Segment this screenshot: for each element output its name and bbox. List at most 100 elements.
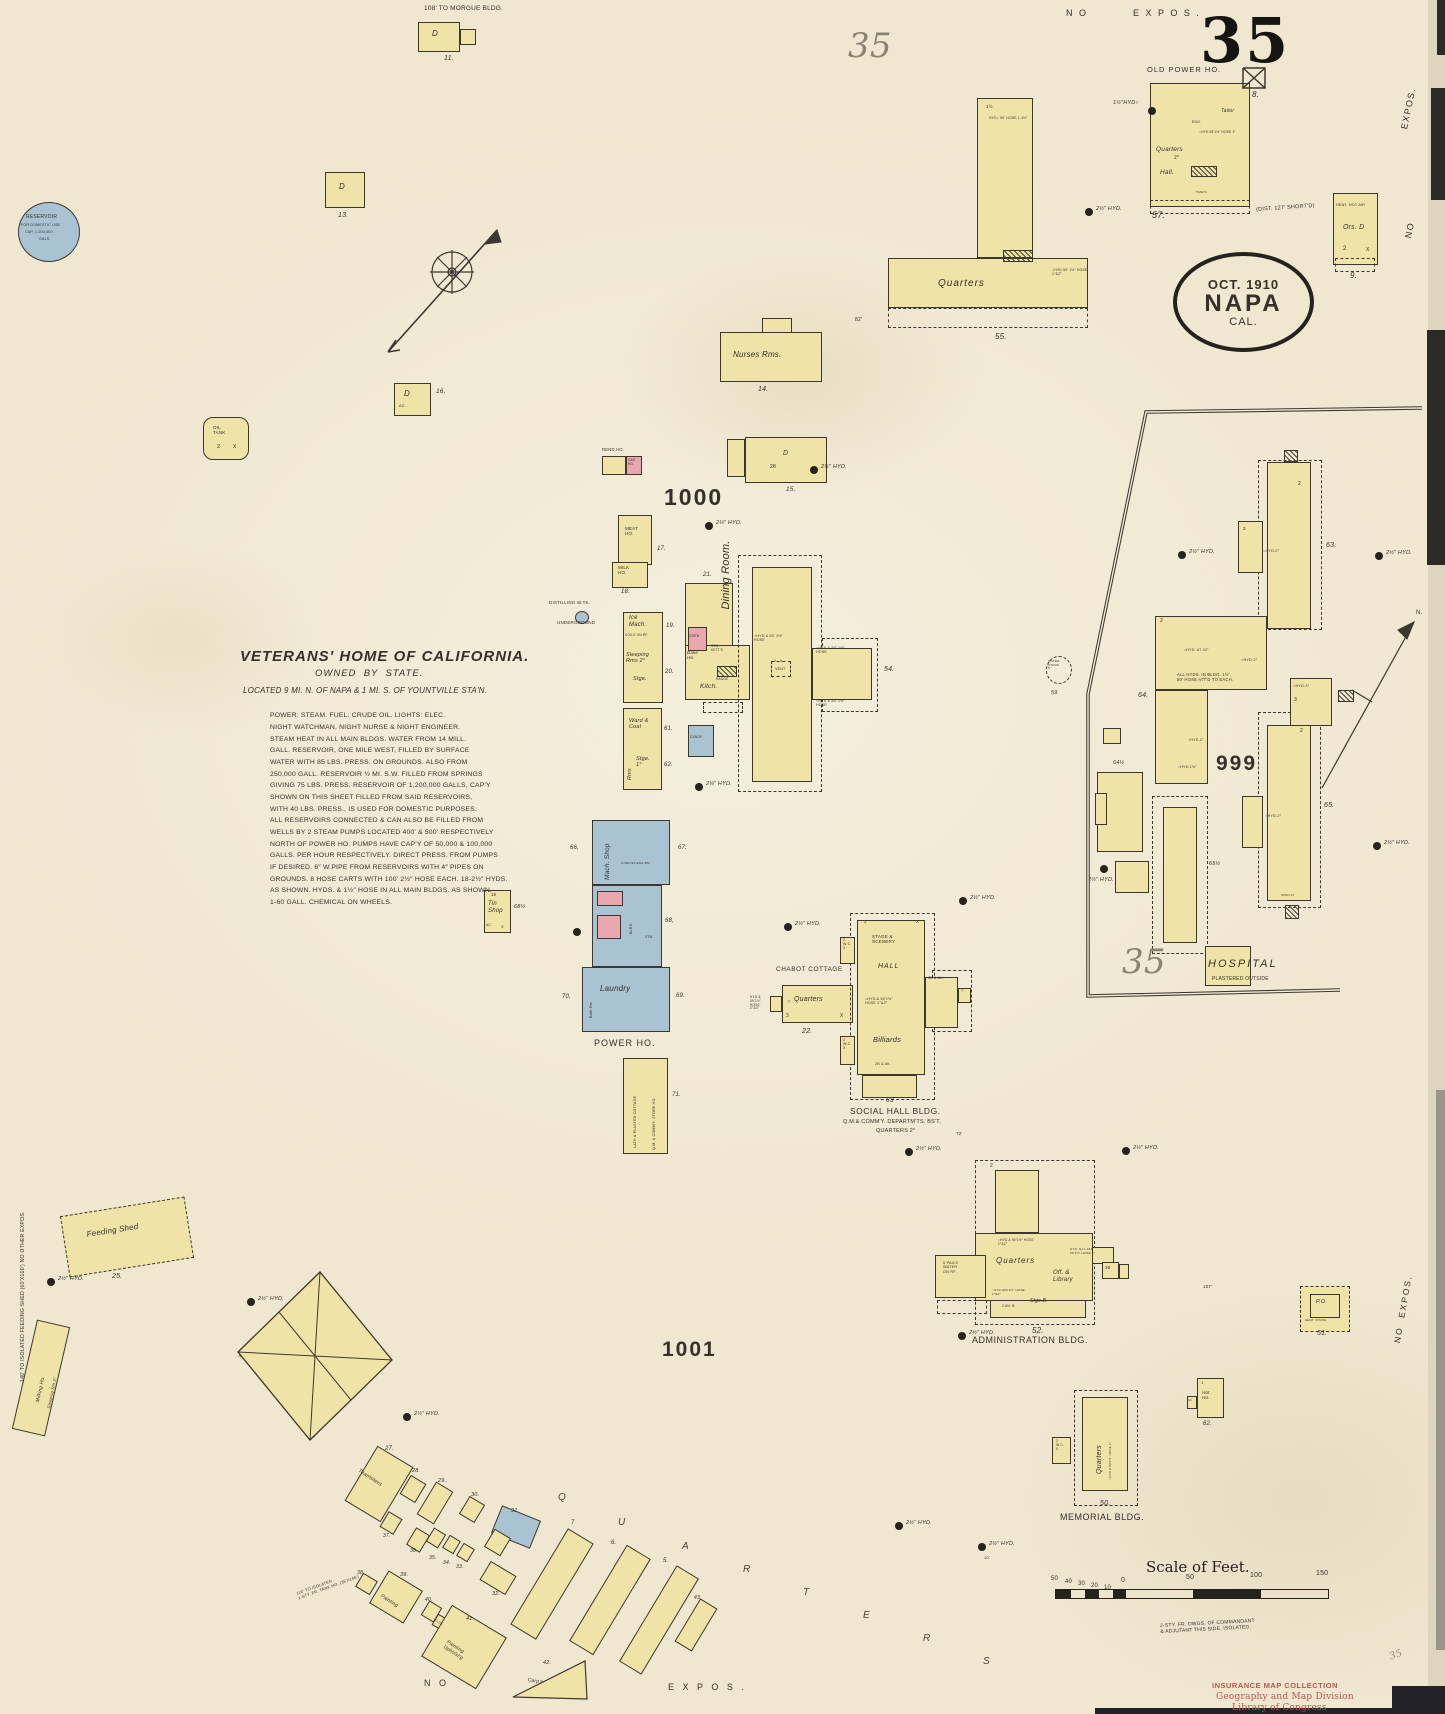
chabot-cottage-tab (770, 996, 782, 1012)
chabot-3: 3 (786, 1013, 789, 1019)
building-d-15-annex (727, 439, 745, 477)
milk-number: 18. (621, 589, 630, 595)
scale-bar-segment (1056, 1590, 1070, 1598)
hall-label: HALL (878, 963, 900, 970)
scale-bar (1055, 1589, 1329, 1599)
scale-50r: 50 (1186, 1574, 1195, 1581)
sh-xa: X (916, 919, 920, 924)
hydrant-label: 2½″ HYD. (1133, 1145, 1159, 1151)
building-30 (458, 1495, 486, 1524)
margin-no-expos-lower: NO EXPOS. (1392, 1273, 1414, 1344)
street-letter-s: S (983, 1656, 990, 1667)
admin-main-52 (975, 1233, 1093, 1301)
scale-0: 0 (1121, 1577, 1126, 1584)
building-33 (456, 1542, 475, 1563)
dining-room-54 (752, 567, 812, 782)
admin-east-annex-3 (1119, 1264, 1129, 1279)
building-d-16 (394, 383, 431, 416)
distilling-l2: UNDERGROUND (557, 620, 596, 625)
hospital-64-east-stack (1338, 690, 1354, 702)
sheet-number: 35 (1200, 4, 1291, 77)
b41-number: 41. (466, 1616, 475, 1622)
street-letter-q: Q (558, 1492, 566, 1503)
hosp64-2: 2 (1160, 618, 1163, 624)
b57-2: 2° (1174, 155, 1180, 161)
dim-72: 72' (956, 1131, 963, 1136)
canopy-label: CANOP. (690, 735, 704, 739)
stamp-city: NAPA (1204, 289, 1283, 317)
meat-house-17 (618, 515, 652, 565)
hosp64-hyd-d: ○HYD.2° (1188, 738, 1204, 742)
loc-stamp-3: Library of Congress (1232, 1703, 1327, 1713)
hydrant-label: 2½″ HYD. (906, 1520, 932, 1526)
scale-bar-segment (1113, 1590, 1126, 1598)
ward-number: 61. (664, 726, 673, 732)
b16-ac: AC. (399, 404, 406, 408)
desc-10: ALL RESERVOIRS CONNECTED & CAN ALSO BE F… (270, 817, 484, 824)
sleeping-label: Sleeping Rms 2° (626, 652, 650, 665)
memorial-bldg-50 (1082, 1397, 1128, 1491)
social-hall-caption: SOCIAL HALL BLDG. (850, 1106, 941, 1116)
bottom-dark-strip (1095, 1708, 1445, 1714)
hydrant-label: 2½″ HYD. (821, 464, 847, 470)
memorial-wc-label: 2 W.C. X (1056, 1439, 1065, 1452)
edge-dark-2 (1431, 88, 1445, 200)
b15-number: 15. (786, 486, 796, 493)
stm-label: STM (645, 935, 653, 939)
hospital-small-1 (1103, 728, 1121, 744)
dim-10: 10' (984, 1555, 990, 1560)
po-label: P.O. (1316, 1299, 1328, 1305)
scale-100: 100 (1250, 1572, 1263, 1579)
hospital-63-stack (1284, 450, 1298, 462)
feeding-shed-number: 25. (112, 1273, 123, 1280)
ice-coils: COILS ON RF. (625, 633, 649, 637)
po-number: 51. (1317, 1330, 1328, 1337)
edge-dark-4 (1436, 1090, 1445, 1650)
compass-needle (387, 229, 498, 353)
b9-x1: X (1366, 247, 1370, 253)
hydrant-label: 2½″ HYD. (989, 1541, 1015, 1547)
scale-bar-segment (1125, 1590, 1193, 1598)
bath-rm: Bath Rm (589, 1001, 593, 1018)
feeding-shed-25 (59, 1196, 195, 1278)
hydrant-label: 2½″ HYD. (970, 895, 996, 901)
b21-number: 21. (703, 572, 712, 578)
oil-tank-2: 2 (217, 444, 221, 450)
quarters-55-hose-reel (1003, 250, 1033, 262)
scale-150: 150 (1316, 1570, 1329, 1577)
social-hall-east-wing (925, 977, 958, 1028)
oven-label: OVEN (689, 634, 700, 638)
bake-ho: Bake Ho. (687, 650, 699, 661)
store-house-71 (623, 1058, 668, 1154)
b34-number: 34. (443, 1560, 451, 1566)
b35-number: 35. (429, 1555, 437, 1561)
social-hall-caption-2: Q.M.& COMM'Y. DEPARTM'TS. BS'T. (843, 1119, 941, 1125)
memorial-veranda (1074, 1390, 1138, 1506)
b38-number: 38. (357, 1570, 365, 1576)
hosp64half-number: 64½ (1113, 760, 1125, 766)
scale-bar-segment (1193, 1590, 1261, 1598)
hosp64-hyd-a: ○HYD. AT 42° (1184, 648, 1209, 652)
hydrant-label: 2½″ HYD. (1189, 549, 1215, 555)
meat-ho-label: MEAT HO. (625, 526, 638, 537)
b11-number: 11. (444, 55, 454, 62)
memorial-number: 50. (1100, 1500, 1111, 1507)
hydrant-label: 2½″ HYD. (969, 1330, 995, 1336)
hydrant-dot (1122, 1147, 1130, 1155)
dining-number: 54. (884, 666, 895, 673)
admin-south-tab (990, 1300, 1086, 1318)
b7-number: 7 (571, 1520, 575, 1526)
vent-label: VENT (775, 667, 786, 671)
loc-stamp-2: Geography and Map Division (1216, 1692, 1354, 1702)
hydrant-label: 2¼″ HYD. (706, 781, 732, 787)
north-label: N. (1416, 610, 1423, 616)
stm-ketts: STM. KETT'S (711, 644, 724, 652)
scale-50l: 50 (1051, 1576, 1059, 1582)
hosp65-2: 2 (1300, 728, 1303, 734)
hosp64-3: 3 (1294, 697, 1297, 703)
corliss: CORLISS ENG.RM. (621, 861, 651, 865)
b15-d: D (783, 450, 789, 457)
b28-number: 28. (412, 1468, 421, 1474)
hosp63-number: 63. (1326, 542, 1337, 549)
hydrant-label: 1½″HYD○ (1113, 100, 1139, 106)
